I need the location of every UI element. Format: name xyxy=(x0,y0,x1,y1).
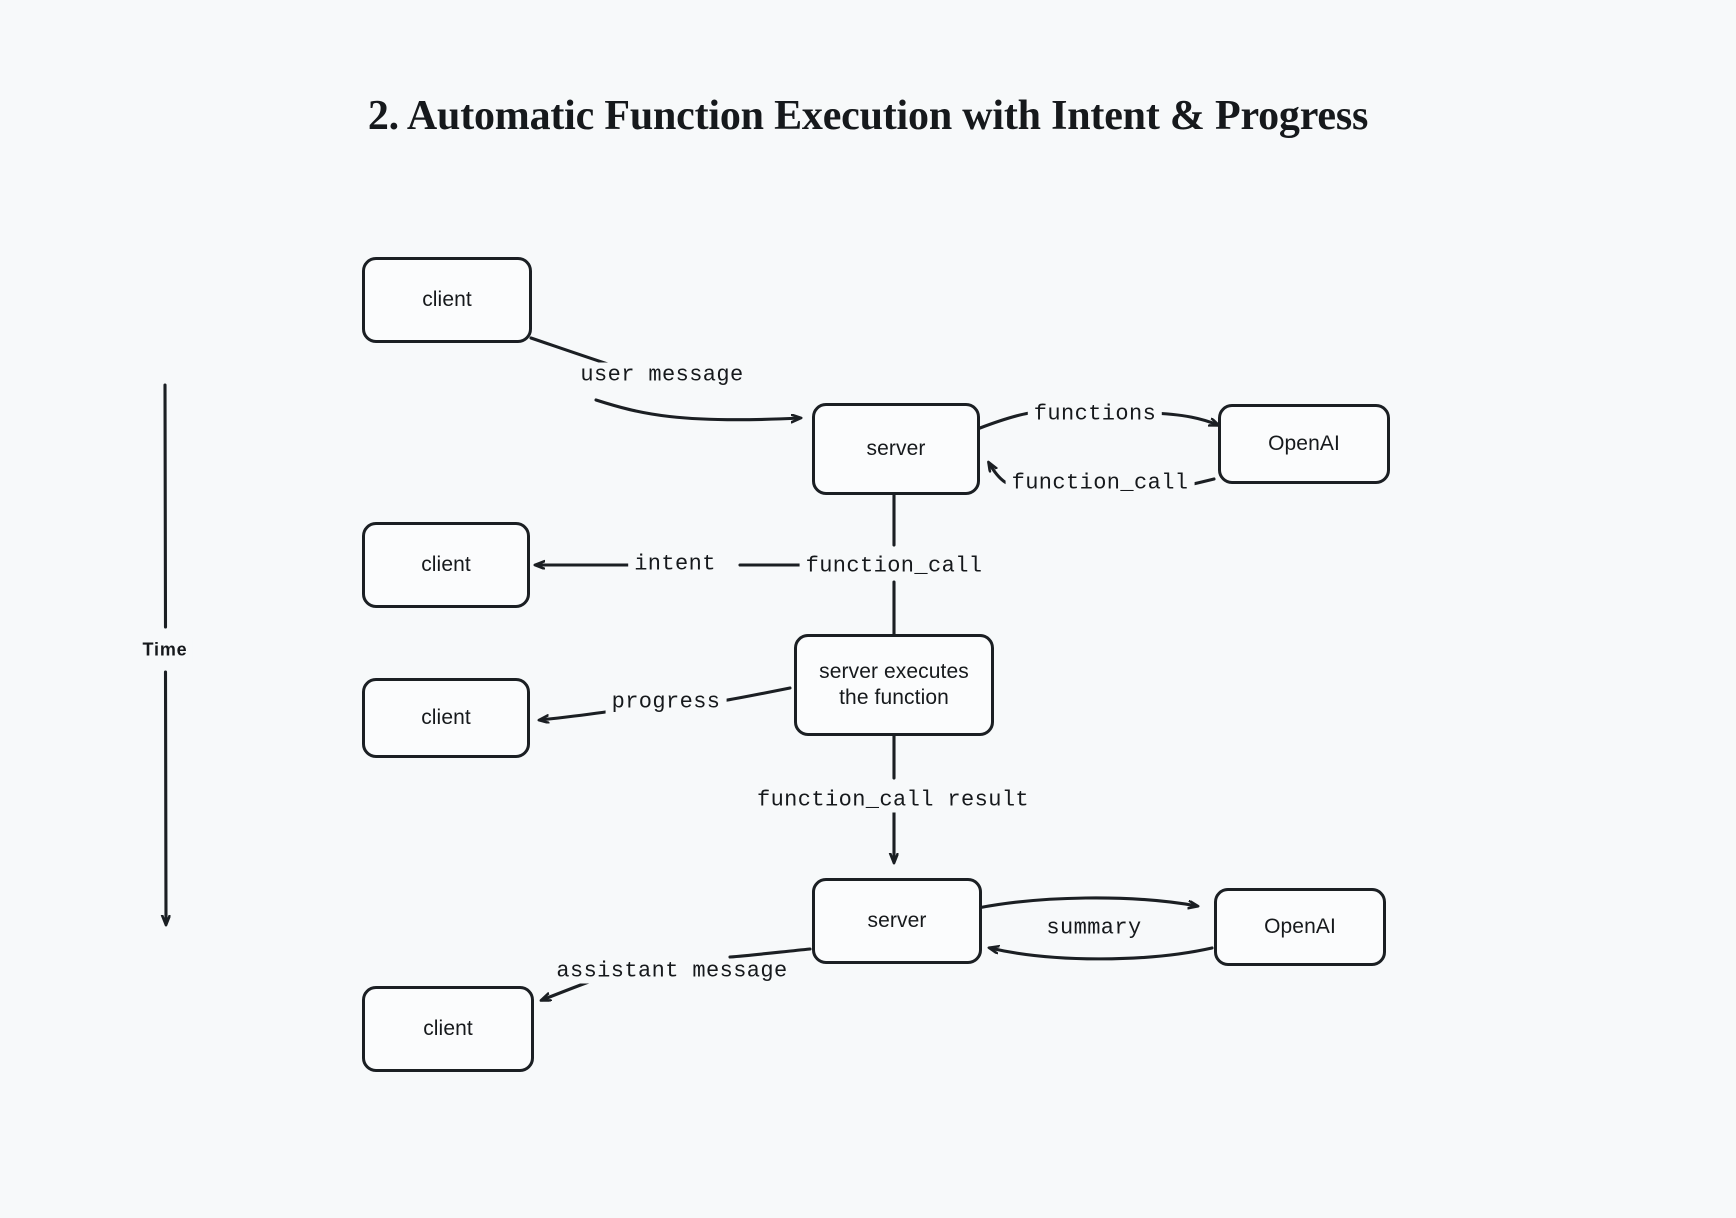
edge-label-assistant-message: assistant message xyxy=(550,958,794,984)
time-axis-label: Time xyxy=(137,637,193,663)
edge-label-function-call-result: function_call result xyxy=(750,787,1036,813)
connector-user-message-b xyxy=(594,398,800,420)
node-client-progress[interactable]: client xyxy=(362,678,530,758)
node-server-executes[interactable]: server executes the function xyxy=(794,634,994,736)
page-title: 2. Automatic Function Execution with Int… xyxy=(367,93,1369,139)
node-client-bottom[interactable]: client xyxy=(362,986,534,1072)
connector-assistant-a xyxy=(728,947,812,959)
node-label: OpenAI xyxy=(1268,431,1340,455)
edge-label-function-call-down: function_call xyxy=(799,553,989,579)
connector-summary-back xyxy=(990,948,1214,961)
node-label: OpenAI xyxy=(1264,914,1336,938)
node-openai-top[interactable]: OpenAI xyxy=(1218,404,1390,484)
time-axis-upper xyxy=(163,383,168,629)
node-label: client xyxy=(423,1016,473,1040)
node-client-intent[interactable]: client xyxy=(362,522,530,608)
edge-label-summary: summary xyxy=(1040,915,1148,941)
node-label: client xyxy=(421,552,471,576)
edge-label-intent: intent xyxy=(628,551,722,577)
edge-label-functions: functions xyxy=(1027,401,1163,427)
edge-label-user-message: user message xyxy=(574,362,750,388)
node-label: server xyxy=(866,436,926,460)
node-server-top[interactable]: server xyxy=(812,403,980,495)
node-server-bottom[interactable]: server xyxy=(812,878,982,964)
node-label: client xyxy=(422,287,472,311)
node-openai-bottom[interactable]: OpenAI xyxy=(1214,888,1386,966)
connector-summary-out xyxy=(976,896,1197,910)
edge-label-progress: progress xyxy=(605,689,727,715)
node-client-top[interactable]: client xyxy=(362,257,532,343)
node-label: server xyxy=(867,908,927,932)
node-label: client xyxy=(421,705,471,729)
connector-progress-a xyxy=(720,686,792,703)
node-label-line-1: server executes xyxy=(819,659,969,683)
edge-label-function-call-openai: function_call xyxy=(1005,470,1195,496)
time-axis-lower xyxy=(166,670,167,924)
node-label-line-2: the function xyxy=(839,686,949,709)
